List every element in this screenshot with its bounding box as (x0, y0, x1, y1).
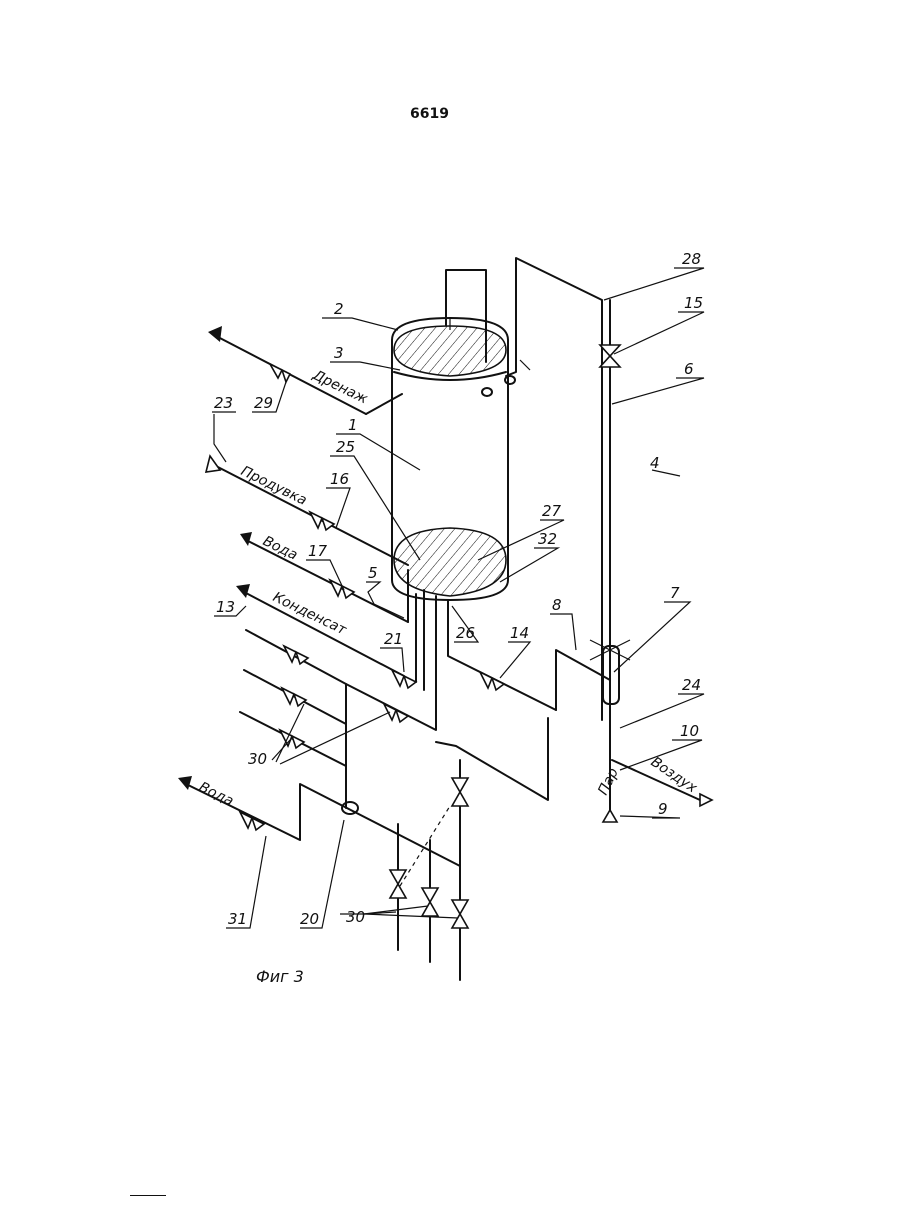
purge-line (206, 414, 408, 565)
label-16: 16 (330, 470, 349, 488)
label-13: 13 (216, 598, 235, 616)
label-9: 9 (658, 800, 668, 818)
label-8: 8 (552, 596, 562, 614)
word-purge: Продувка (238, 463, 309, 509)
steam-inlet-icon (603, 810, 617, 822)
label-1: 1 (348, 416, 358, 434)
bottom-drains (340, 806, 468, 962)
label-17: 17 (308, 542, 328, 560)
figure-caption: Фиг 3 (256, 967, 304, 986)
label-32: 32 (538, 530, 557, 548)
label-31: 31 (228, 910, 247, 928)
vessel (392, 318, 508, 600)
word-water-top: Вода (260, 533, 300, 563)
purge-outlet-icon (206, 456, 220, 472)
air-inlet-icon (700, 794, 712, 806)
label-10: 10 (680, 722, 699, 740)
label-6: 6 (684, 360, 694, 378)
outlet-line-14 (346, 596, 610, 800)
label-27: 27 (542, 502, 562, 520)
label-25: 25 (336, 438, 355, 456)
label-5: 5 (368, 564, 378, 582)
label-7: 7 (670, 584, 680, 602)
bottom-filter (394, 528, 506, 596)
word-water-bottom: Вода (196, 779, 236, 809)
label-4: 4 (650, 454, 660, 472)
label-3: 3 (334, 344, 344, 362)
label-2: 2 (334, 300, 344, 318)
word-air: Воздух (648, 754, 701, 797)
label-24: 24 (682, 676, 701, 694)
left-manifold (240, 630, 408, 766)
drain-outlet-icon (208, 326, 222, 342)
label-26: 26 (456, 624, 475, 642)
bottom-rule (130, 1195, 166, 1196)
label-28: 28 (682, 250, 701, 268)
word-steam: Пар (595, 765, 622, 797)
label-15: 15 (684, 294, 703, 312)
label-14: 14 (510, 624, 529, 642)
label-30-left: 30 (248, 750, 267, 768)
label-20: 20 (300, 910, 319, 928)
label-21: 21 (384, 630, 403, 648)
drain-line (208, 326, 402, 414)
label-30-bottom: 30 (346, 908, 365, 926)
label-29: 29 (254, 394, 273, 412)
label-23: 23 (214, 394, 233, 412)
top-filter (394, 326, 506, 376)
